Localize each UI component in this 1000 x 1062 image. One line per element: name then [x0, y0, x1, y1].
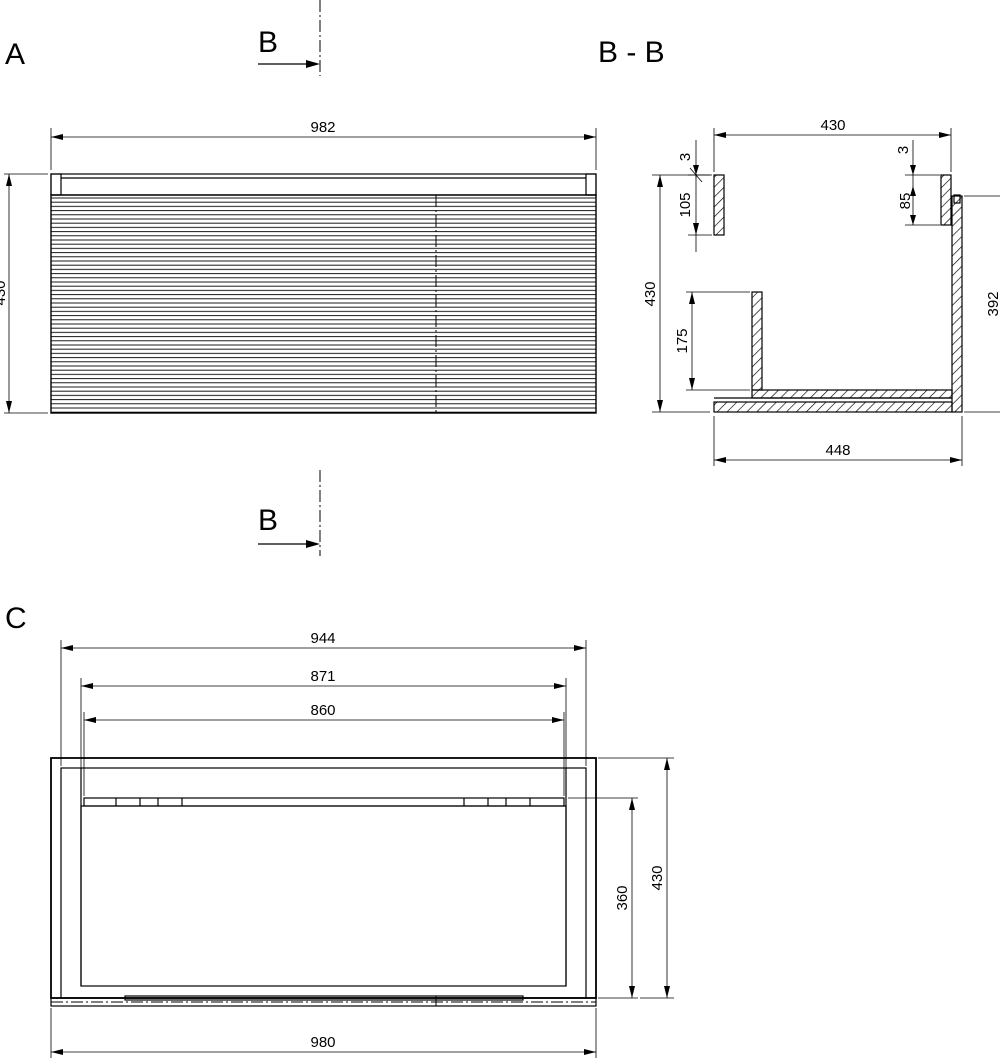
front-view: 982 430	[0, 119, 597, 414]
dim-front-width: 982	[50, 119, 597, 170]
view-label-front: A	[5, 38, 25, 71]
view-label-section: B - B	[598, 36, 665, 69]
dim-top-width-mid-label: 871	[310, 668, 335, 685]
dim-section-gap-left-label: 3	[677, 153, 694, 161]
dim-top-depth-inner: 360	[568, 797, 638, 999]
dim-section-side-height: 392	[964, 195, 1000, 413]
dim-top-width-mid: 871	[80, 668, 567, 796]
dim-top-depth-outer: 430	[598, 757, 674, 999]
dim-section-back-height-label: 175	[674, 328, 691, 353]
dim-top-width-inner: 860	[83, 702, 565, 796]
dim-section-height-label: 430	[642, 281, 659, 306]
section-drawer-bottom	[751, 389, 953, 399]
dim-section-depth-top: 430	[713, 117, 952, 172]
dim-section-gap-right-label: 3	[895, 146, 912, 154]
dim-section-depth-bottom: 448	[713, 416, 963, 466]
dim-top-width-total-label: 980	[310, 1034, 335, 1051]
section-marker-bottom-label: B	[258, 504, 278, 537]
dim-section-back-height: 175	[674, 291, 750, 391]
section-view: 430 448 430 105	[642, 117, 1000, 466]
dim-section-rail-left: 105	[677, 174, 712, 252]
dim-section-side-height-label: 392	[985, 291, 1000, 316]
section-marker-top-label: B	[258, 26, 278, 59]
section-rail-right	[940, 174, 952, 226]
dim-section-height: 430	[642, 174, 710, 413]
dim-top-width-outer: 944	[60, 630, 587, 766]
dim-top-width-total: 980	[50, 1008, 597, 1058]
section-back-panel	[751, 291, 763, 391]
dim-front-height: 430	[0, 173, 48, 414]
top-drawer-box	[80, 805, 567, 987]
front-drawer-panel	[50, 194, 597, 414]
dim-top-width-outer-label: 944	[310, 630, 335, 647]
dim-section-rail-left-label: 105	[677, 192, 694, 217]
dim-top-depth-inner-label: 360	[614, 885, 631, 910]
dim-section-rail-right-label: 85	[897, 193, 914, 210]
dim-top-depth-outer-label: 430	[649, 865, 666, 890]
section-side-wall	[951, 195, 963, 413]
dim-section-rail-right: 85	[897, 186, 940, 226]
dim-front-width-label: 982	[310, 119, 335, 136]
top-view: 944 871 860 360	[50, 630, 674, 1058]
dim-section-depth-bottom-label: 448	[825, 442, 850, 459]
dim-front-height-label: 430	[0, 280, 9, 305]
dim-section-depth-top-label: 430	[820, 117, 845, 134]
dim-section-gap-right: 3	[895, 140, 940, 186]
dim-section-gap-left: 3	[677, 140, 703, 183]
section-marker-top: B	[258, 0, 321, 76]
view-label-top: C	[5, 602, 27, 635]
dim-top-width-inner-label: 860	[310, 702, 335, 719]
section-rail-left	[713, 174, 725, 236]
section-carcass-bottom	[713, 401, 953, 413]
section-marker-bottom: B	[258, 470, 321, 556]
